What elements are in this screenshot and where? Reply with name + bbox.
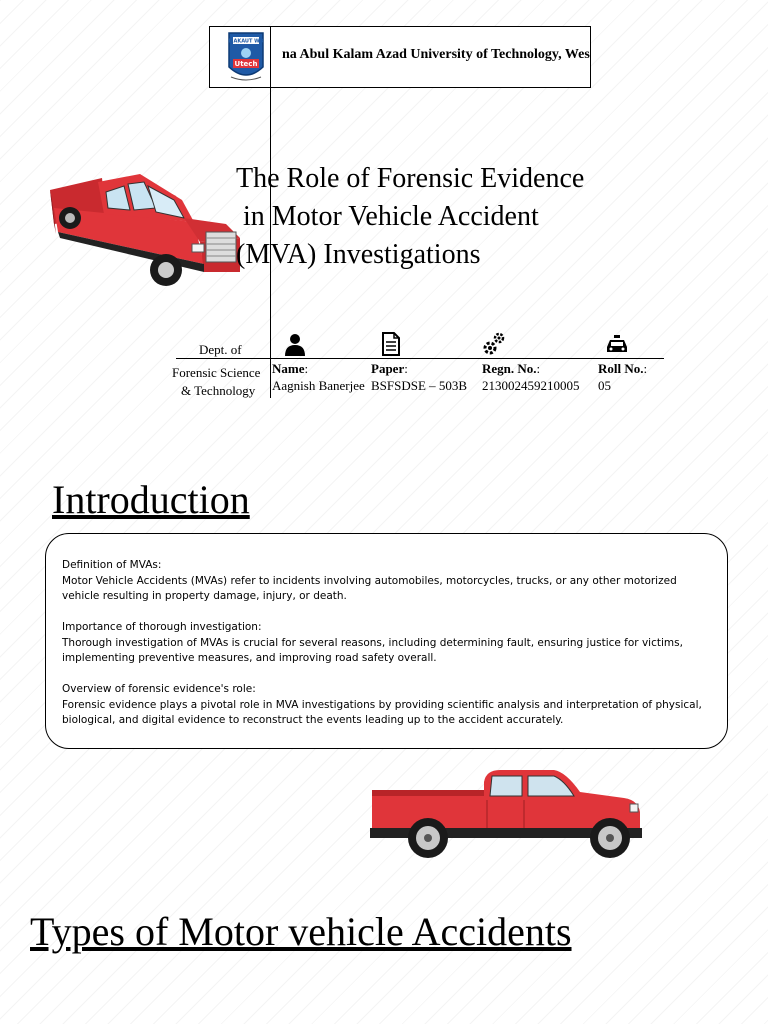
dept-value-line-2: & Technology	[181, 383, 256, 398]
section-title: Overview of forensic evidence's role:	[62, 683, 256, 695]
introduction-box: Definition of MVAs: Motor Vehicle Accide…	[45, 533, 728, 749]
info-divider-line	[176, 358, 664, 359]
paper-label: Paper	[371, 361, 405, 376]
red-truck-image-2	[366, 760, 646, 865]
person-icon	[283, 332, 307, 356]
title-line-1: The Role of Forensic Evidence	[236, 163, 585, 194]
red-truck-image-1	[44, 160, 244, 300]
vertical-divider	[270, 26, 271, 398]
title-line-3: (MVA) Investigations	[236, 239, 481, 270]
introduction-heading: Introduction	[52, 477, 250, 522]
intro-section-overview: Overview of forensic evidence's role: Fo…	[62, 682, 711, 729]
regn-label: Regn. No.	[482, 361, 537, 376]
dept-label: Dept. of	[199, 342, 242, 357]
logo-text-top: MAKAUT WB	[229, 39, 264, 45]
regn-value: 213002459210005	[482, 378, 580, 393]
university-logo: MAKAUT WB Utech	[221, 31, 271, 85]
name-label: Name	[272, 361, 305, 376]
university-name: na Abul Kalam Azad University of Technol…	[282, 47, 590, 62]
section-body: Motor Vehicle Accidents (MVAs) refer to …	[62, 574, 677, 603]
intro-section-definition: Definition of MVAs: Motor Vehicle Accide…	[62, 558, 711, 605]
presentation-title: The Role of Forensic Evidence in Motor V…	[236, 160, 656, 274]
section-title: Definition of MVAs:	[62, 559, 162, 571]
roll-label: Roll No.	[598, 361, 644, 376]
roll-value: 05	[598, 378, 611, 393]
intro-section-importance: Importance of thorough investigation: Th…	[62, 620, 711, 667]
dept-value-line-1: Forensic Science	[172, 365, 261, 380]
section-title: Importance of thorough investigation:	[62, 621, 262, 633]
logo-text-main: Utech	[235, 60, 258, 68]
name-value: Aagnish Banerjee	[272, 378, 365, 393]
taxi-icon	[605, 332, 629, 356]
section-body: Forensic evidence plays a pivotal role i…	[62, 698, 702, 727]
paper-value: BSFSDSE – 503B	[371, 378, 468, 393]
gears-icon	[482, 332, 506, 356]
section-body: Thorough investigation of MVAs is crucia…	[62, 636, 683, 665]
document-icon	[379, 332, 403, 356]
types-of-accidents-heading: Types of Motor vehicle Accidents	[30, 909, 572, 954]
header-box: MAKAUT WB Utech na Abul Kalam Azad Unive…	[209, 26, 591, 88]
title-line-2: in Motor Vehicle Accident	[236, 201, 539, 232]
